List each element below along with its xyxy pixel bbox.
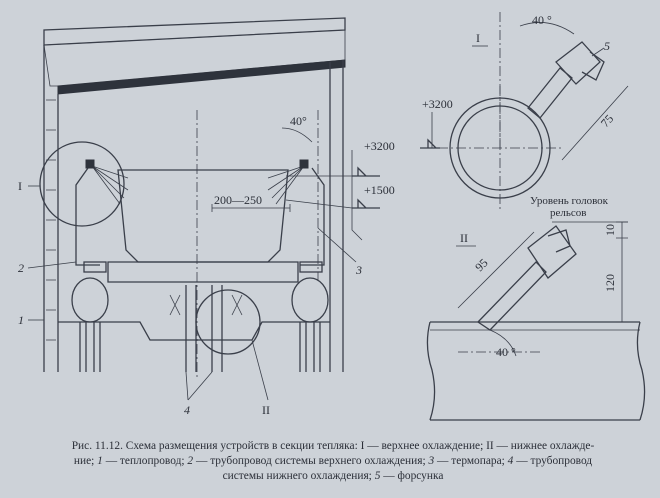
nozzle-body-II bbox=[527, 225, 577, 279]
leader-II bbox=[251, 339, 269, 401]
caption-text-2: — трубопровод системы верхнего охлаждени… bbox=[193, 455, 429, 467]
label-dim-10: 10 bbox=[603, 224, 617, 236]
nozzle-body-I bbox=[555, 41, 601, 85]
caption-text-a: ние; bbox=[73, 455, 98, 467]
left-wall bbox=[43, 45, 59, 372]
lower-nozzles bbox=[169, 294, 243, 316]
label-num-5: 5 bbox=[604, 39, 610, 53]
cooling-scheme-drawing: +3200 +1500 40° 200—250 I 2 1 3 4 II I +… bbox=[18, 12, 646, 421]
callout-circle-II bbox=[195, 289, 261, 355]
roof-outline bbox=[43, 17, 346, 46]
right-wall bbox=[329, 60, 344, 372]
pipe-II-right-break bbox=[636, 321, 646, 421]
spray-right bbox=[267, 165, 305, 205]
label-callout-II: II bbox=[262, 403, 270, 417]
caption-num-2: 2 bbox=[187, 455, 194, 467]
upper-pipe-left bbox=[75, 167, 100, 266]
angle-arc-I bbox=[519, 22, 575, 35]
elev-3200-left-marker bbox=[352, 166, 380, 177]
wheel-right bbox=[291, 277, 329, 323]
caption-line-1: Рис. 11.12. Схема размещения устройств в… bbox=[71, 440, 595, 452]
label-view-II: II bbox=[460, 231, 468, 245]
wagon-body bbox=[117, 169, 289, 263]
dim-vertical-line bbox=[616, 221, 628, 323]
label-num-2: 2 bbox=[18, 261, 24, 275]
left-wall-fill bbox=[46, 99, 56, 341]
caption-num-3: 3 bbox=[428, 455, 435, 467]
caption-num-4: 4 bbox=[507, 455, 514, 467]
caption-line-2: ние; 1 — теплопровод; 2 — трубопровод си… bbox=[74, 455, 592, 467]
caption-text-3: — термопара; bbox=[434, 455, 508, 467]
label-rail-level-2: рельсов bbox=[550, 207, 586, 219]
nozzle-tip-I bbox=[581, 51, 605, 81]
elev-leaders bbox=[285, 150, 363, 241]
label-angle-I: 40 ° bbox=[532, 13, 552, 27]
detail-II-view: II Уровень головок рельсов 40 ° 95 10 12… bbox=[426, 195, 646, 421]
main-section-view: +3200 +1500 40° 200—250 I 2 1 3 4 II bbox=[18, 17, 395, 417]
detail-I-view: I +3200 40 ° 75 5 bbox=[420, 12, 629, 210]
wheel-left bbox=[71, 277, 109, 323]
pipe-II-left-break bbox=[426, 321, 436, 421]
label-dim-120: 120 bbox=[603, 274, 617, 292]
leader-2 bbox=[27, 261, 77, 269]
label-view-I: I bbox=[476, 31, 480, 45]
wagon-frame bbox=[107, 261, 299, 283]
label-num-1: 1 bbox=[18, 313, 24, 327]
label-elev-3200-right: +3200 bbox=[422, 97, 453, 111]
elev-1500-marker bbox=[352, 198, 380, 209]
axle-box-right bbox=[299, 261, 323, 273]
nozzle-right bbox=[299, 159, 309, 169]
caption-text-1: — теплопровод; bbox=[102, 455, 188, 467]
figure-caption: Рис. 11.12. Схема размещения устройств в… bbox=[18, 439, 648, 484]
roof-beam bbox=[57, 59, 346, 95]
caption-num-5: 5 bbox=[374, 470, 381, 482]
dim-75-line bbox=[561, 85, 629, 161]
label-num-4: 4 bbox=[184, 403, 190, 417]
nozzle-tip-II bbox=[547, 229, 571, 253]
label-angle-main: 40° bbox=[290, 114, 307, 128]
leader-4 bbox=[185, 371, 213, 401]
nozzle-stem-I bbox=[527, 67, 573, 119]
caption-line-3: системы нижнего охлаждения; 5 — форсунка bbox=[223, 470, 444, 482]
label-elev-1500: +1500 bbox=[364, 183, 395, 197]
label-elev-3200-left: +3200 bbox=[364, 139, 395, 153]
ground-line bbox=[58, 321, 330, 341]
foundation-left bbox=[79, 322, 101, 372]
callout-circle-I bbox=[39, 141, 125, 227]
foundation-right bbox=[299, 322, 321, 372]
label-rail-level-1: Уровень головок bbox=[530, 195, 609, 207]
dim-95-line bbox=[457, 231, 535, 309]
nozzle-left bbox=[85, 159, 95, 169]
nozzle-stem-II bbox=[476, 261, 547, 331]
label-dim-95: 95 bbox=[472, 256, 490, 274]
leader-5 bbox=[591, 47, 605, 57]
caption-text-5: — форсунка bbox=[380, 470, 444, 482]
label-num-3: 3 bbox=[355, 263, 362, 277]
label-dim-200-250: 200—250 bbox=[214, 193, 262, 207]
lower-pipes bbox=[185, 285, 223, 372]
label-angle-II: 40 ° bbox=[496, 345, 516, 359]
angle-arc-main bbox=[281, 127, 313, 143]
axle-box-left bbox=[83, 261, 107, 273]
caption-text-4: — трубопровод bbox=[513, 455, 593, 467]
label-callout-I: I bbox=[18, 179, 22, 193]
caption-text-b: системы нижнего охлаждения; bbox=[222, 470, 375, 482]
angle-arc-II bbox=[489, 329, 517, 357]
caption-num-1: 1 bbox=[97, 455, 103, 467]
spray-left bbox=[91, 165, 129, 205]
upper-pipe-right bbox=[300, 167, 325, 266]
elev-3200-right-marker bbox=[420, 138, 440, 149]
dim-200-250 bbox=[211, 204, 291, 212]
label-dim-75: 75 bbox=[598, 112, 616, 130]
leader-3 bbox=[317, 227, 357, 263]
